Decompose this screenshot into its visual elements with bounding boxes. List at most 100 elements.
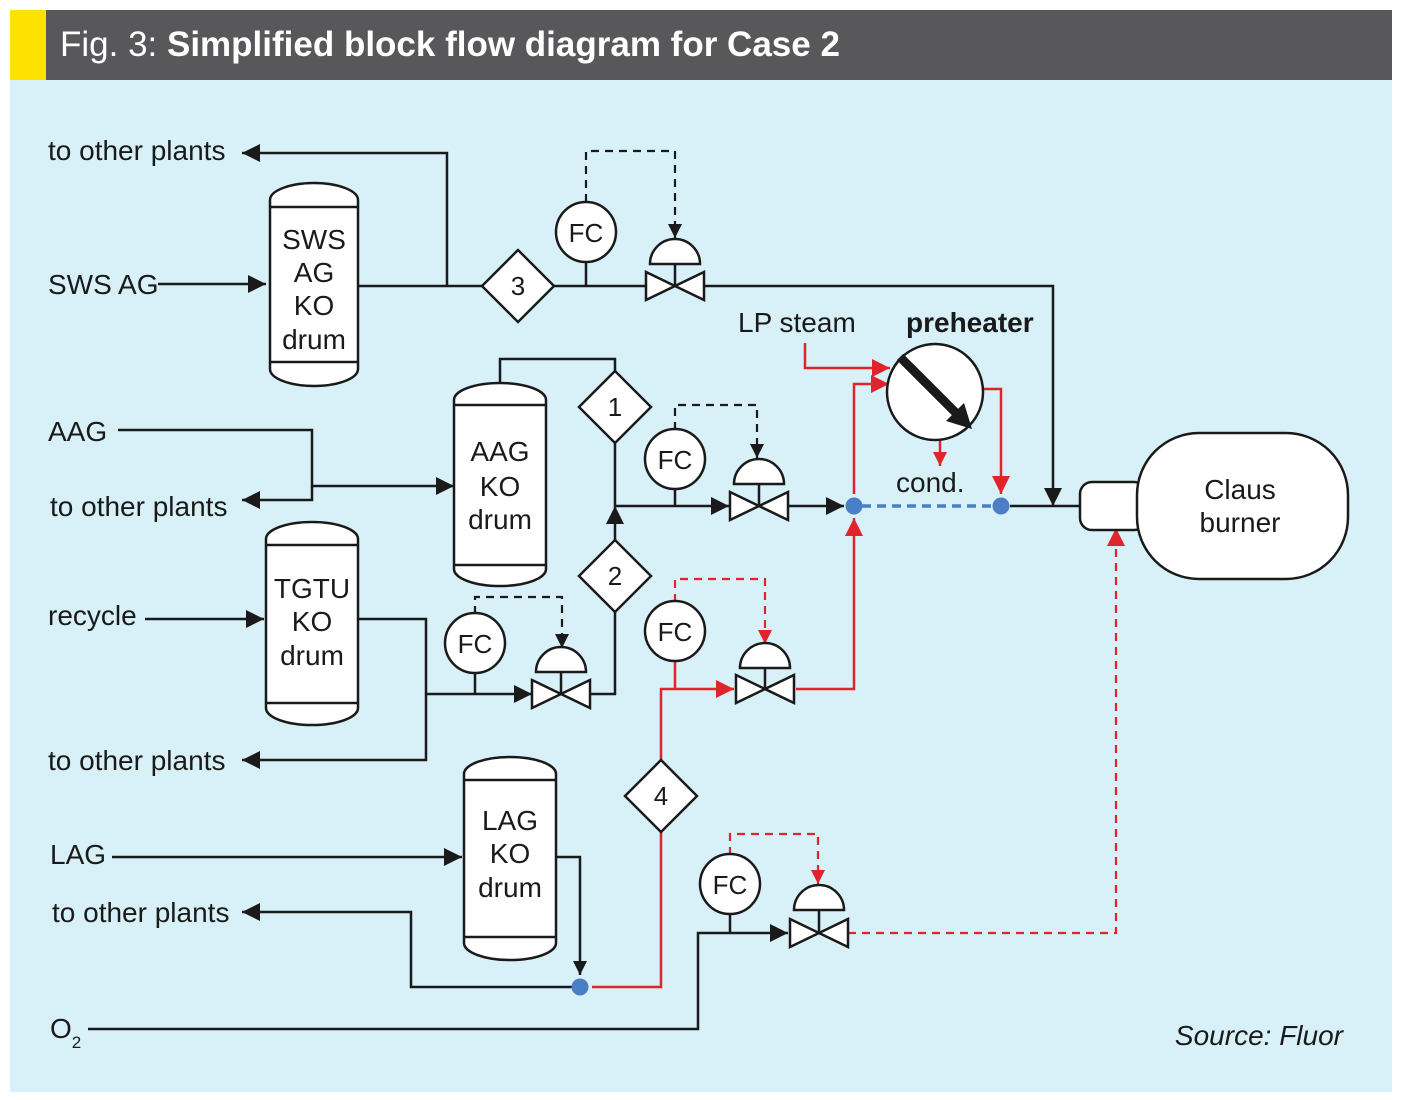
o2-supply-line: [88, 924, 788, 1031]
fc1-label: FC: [658, 445, 693, 475]
stream-markers: [480, 248, 699, 834]
recycle-label: recycle: [48, 600, 137, 631]
sws-drum-line-1: SWS: [282, 224, 346, 255]
sws-drum-line-3: KO: [294, 290, 334, 321]
to-other-plants-2-label: to other plants: [50, 491, 227, 522]
burner-label-line-2: burner: [1200, 507, 1281, 538]
source-credit: Source: Fluor: [1175, 1020, 1345, 1051]
marker-2-label: 2: [608, 561, 622, 591]
fc5-label: FC: [713, 870, 748, 900]
aag-drum-line-3: drum: [468, 504, 532, 535]
o2-label: O2: [50, 1013, 81, 1052]
preheated-node: [992, 497, 1010, 515]
aag-label: AAG: [48, 416, 107, 447]
lag-to-valve4-line: [659, 680, 734, 760]
tgtu-drum-line-3: drum: [280, 640, 344, 671]
fc1-circle: [643, 427, 707, 491]
figure-number: Fig. 3:: [60, 25, 167, 64]
lag-red-line: [592, 832, 663, 989]
valve2-to-marker2-line: [590, 612, 617, 696]
lag-drum-line-2: KO: [490, 838, 530, 869]
fc3-label: FC: [569, 218, 604, 248]
tgtu-drum-line-2: KO: [292, 606, 332, 637]
to-other-plants-4-line: [242, 903, 580, 989]
lp-steam-label: LP steam: [738, 307, 856, 338]
preheater-coil: [896, 353, 962, 419]
mix-to-preheater-line: [852, 375, 889, 494]
valve-5: [788, 883, 850, 949]
valve-2: [530, 645, 592, 710]
marker-1-shape: [577, 369, 653, 445]
burner-label-line-1: Claus: [1204, 474, 1276, 505]
marker-3-label: 3: [511, 271, 525, 301]
fc1-signal-line: [673, 403, 764, 458]
heated-lines: [592, 343, 1010, 989]
marker-2-shape: [577, 538, 653, 614]
marker-4-label: 4: [654, 781, 668, 811]
fc4-circle: [643, 599, 707, 663]
ko-drums: [264, 181, 558, 962]
preheater-outlet-line: [982, 387, 1010, 494]
sws-drum-line-4: drum: [282, 324, 346, 355]
lag-label: LAG: [50, 839, 106, 870]
marker-1-label: 1: [608, 392, 622, 422]
to-other-plants-1-label: to other plants: [48, 135, 225, 166]
marker-numbers: 3 1 2 4: [511, 271, 668, 811]
diagram-panel: [10, 80, 1392, 1092]
aag-drum-line-2: KO: [480, 471, 520, 502]
sws-to-burner-line: [704, 284, 1062, 506]
aag-drum-overhead-line: [498, 357, 617, 383]
header-accent-bar: [10, 10, 46, 80]
aag-drum-line-1: AAG: [470, 436, 529, 467]
to-other-plants-3-label: to other plants: [48, 745, 225, 776]
fc3-signal-line: [584, 149, 682, 238]
sws-ag-label: SWS AG: [48, 269, 158, 300]
fc-labels: FC FC FC FC FC: [458, 218, 748, 900]
valve-3: [644, 237, 706, 302]
tgtu-drum-line-1: TGTU: [274, 573, 350, 604]
lag-drum-line-1: LAG: [482, 805, 538, 836]
valve-1: [728, 457, 790, 522]
fc2-label: FC: [458, 629, 493, 659]
fc5-signal-line: [728, 832, 825, 884]
preheater-arrowhead: [946, 403, 972, 429]
fc5-circle: [698, 852, 762, 916]
fc2-signal-line: [473, 595, 569, 648]
figure-title-text: Simplified block flow diagram for Case 2: [166, 25, 840, 64]
aag-ko-drum: [452, 381, 548, 588]
fc4-label: FC: [658, 617, 693, 647]
marker-3-shape: [480, 248, 556, 324]
oxygen-to-burner-line: [848, 528, 1125, 935]
to-other-plants-1-line: [242, 144, 449, 286]
fc4-signal-line: [673, 577, 772, 644]
sws-ag-ko-drum: [268, 181, 360, 388]
to-other-plants-3-line: [242, 617, 428, 769]
tgtu-ko-drum: [264, 520, 360, 727]
figure-title: Fig. 3: Simplified block flow diagram fo…: [60, 10, 840, 80]
marker-4-shape: [623, 758, 699, 834]
control-signals: [473, 149, 1125, 935]
valve-4: [734, 641, 796, 705]
process-lines: [88, 144, 1082, 1031]
aag-inlet-line: [118, 428, 454, 495]
lag-ko-drum: [462, 755, 558, 962]
figure-header: Fig. 3: Simplified block flow diagram fo…: [10, 10, 1392, 80]
fc2-circle: [443, 611, 507, 675]
condensate-label: cond.: [896, 467, 965, 498]
sws-drum-line-2: AG: [294, 257, 334, 288]
lag-drum-line-3: drum: [478, 872, 542, 903]
drum-labels: SWS AG KO drum AAG KO drum TGTU KO drum …: [274, 224, 1281, 903]
fc3-circle: [554, 200, 618, 264]
valve4-to-mix-line: [796, 518, 863, 691]
claus-burner: [1135, 431, 1350, 581]
lp-steam-line: [803, 343, 890, 377]
lag-drum-outlet-line: [556, 855, 587, 975]
to-other-plants-4-label: to other plants: [52, 897, 229, 928]
flow-controller-circles: [443, 200, 762, 916]
control-valves: [530, 237, 850, 949]
lag-split-node: [571, 978, 589, 996]
mixing-node: [845, 497, 863, 515]
to-other-plants-2-line: [242, 486, 314, 509]
preheater-label: preheater: [906, 307, 1034, 338]
